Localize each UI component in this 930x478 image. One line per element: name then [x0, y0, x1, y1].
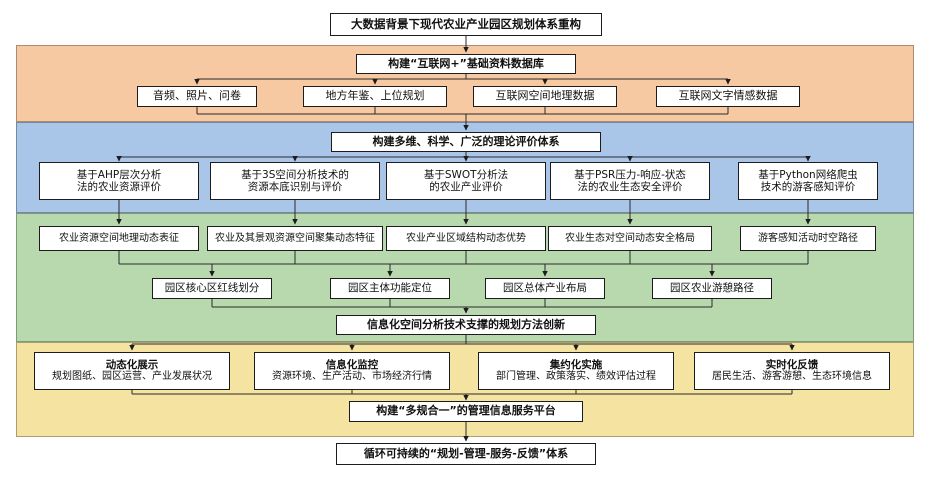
evaluation-method-box: 基于SWOT分析法 的农业产业评价 [386, 162, 546, 200]
method-line1: 基于AHP层次分析 [76, 168, 162, 181]
method-line1: 基于SWOT分析法 [423, 168, 509, 181]
method-line2: 的农业产业评价 [429, 181, 503, 193]
management-function-box: 集约化实施 部门管理、政策落实、绩效评估过程 [478, 352, 674, 390]
data-source-box: 音频、照片、问卷 [137, 86, 257, 107]
management-title: 实时化反馈 [765, 358, 819, 371]
data-source-box: 互联网文字情感数据 [656, 86, 800, 107]
management-title: 信息化监控 [325, 358, 379, 371]
data-source-box: 地方年鉴、上位规划 [303, 86, 447, 107]
method-line1: 基于Python网络爬虫 [758, 168, 858, 181]
data-source-box: 互联网空间地理数据 [473, 86, 617, 107]
evaluation-method-box: 基于3S空间分析技术的 资源本底识别与评价 [210, 162, 380, 200]
analysis-result-box: 游客感知活动时空路径 [740, 226, 876, 251]
analysis-result-box: 农业产业区域结构动态优势 [386, 226, 546, 251]
management-function-box: 信息化监控 资源环境、生产活动、市场经济行情 [254, 352, 450, 390]
method-line2: 技术的游客感知评价 [760, 181, 856, 193]
method-line2: 资源本底识别与评价 [247, 181, 343, 193]
analysis-result-box: 农业及其景观资源空间聚集动态特征 [207, 226, 383, 251]
method-line2: 法的农业资源评价 [77, 181, 161, 193]
evaluation-method-box: 基于PSR压力-响应-状态 法的农业生态安全评价 [550, 162, 710, 200]
planning-output-box: 园区农业游憩路径 [652, 278, 772, 299]
management-detail: 部门管理、政策落实、绩效评估过程 [496, 371, 656, 383]
method-line1: 基于PSR压力-响应-状态 [574, 168, 686, 181]
management-title: 集约化实施 [549, 358, 603, 371]
management-detail: 资源环境、生产活动、市场经济行情 [272, 371, 432, 383]
management-function-box: 动态化展示 规划图纸、园区运营、产业发展状况 [34, 352, 230, 390]
management-detail: 规划图纸、园区运营、产业发展状况 [52, 371, 212, 383]
planning-output-box: 园区主体功能定位 [330, 278, 450, 299]
data-layer-header: 构建“互联网+”基础资料数据库 [356, 54, 576, 74]
planning-output-box: 园区核心区红线划分 [152, 278, 272, 299]
management-detail: 居民生活、游客游憩、生态环境信息 [712, 371, 872, 383]
management-function-box: 实时化反馈 居民生活、游客游憩、生态环境信息 [694, 352, 890, 390]
analysis-header: 信息化空间分析技术支撑的规划方法创新 [336, 315, 596, 335]
method-line2: 法的农业生态安全评价 [577, 181, 683, 193]
management-title: 动态化展示 [105, 358, 159, 371]
diagram-title: 大数据背景下现代农业产业园区规划体系重构 [330, 13, 602, 36]
evaluation-method-box: 基于Python网络爬虫 技术的游客感知评价 [738, 162, 878, 200]
method-line1: 基于3S空间分析技术的 [241, 168, 349, 181]
management-header: 构建“多规合一”的管理信息服务平台 [349, 401, 583, 422]
footer-box: 循环可持续的“规划-管理-服务-反馈”体系 [336, 443, 596, 465]
evaluation-method-box: 基于AHP层次分析 法的农业资源评价 [39, 162, 199, 200]
planning-output-box: 园区总体产业布局 [485, 278, 605, 299]
analysis-result-box: 农业生态对空间动态安全格局 [548, 226, 712, 251]
analysis-result-box: 农业资源空间地理动态表征 [39, 226, 199, 251]
evaluation-header: 构建多维、科学、广泛的理论评价体系 [331, 132, 601, 152]
